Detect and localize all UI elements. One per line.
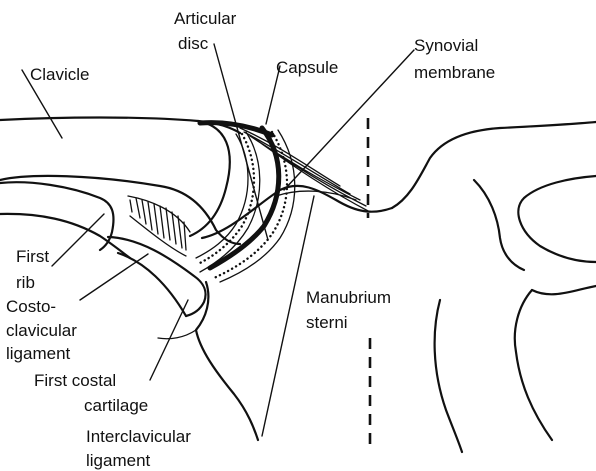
- leader-costoclavicular: [80, 254, 148, 300]
- label-first-rib-2: rib: [16, 273, 35, 292]
- manubrium-left-side: [196, 282, 258, 440]
- label-costoclavicular-2: clavicular: [6, 321, 77, 340]
- label-manubrium-2: sterni: [306, 313, 348, 332]
- right-clavicle-underside: [518, 176, 596, 262]
- label-articular-disc-1: Articular: [174, 9, 237, 28]
- label-capsule: Capsule: [276, 58, 338, 77]
- first-rib-outline: [0, 182, 114, 250]
- clavicle-outline: [0, 118, 240, 134]
- leader-costal-cartilage: [150, 300, 188, 380]
- manubrium-upper-edge: [202, 186, 392, 238]
- label-costal-cartilage-1: First costal: [34, 371, 116, 390]
- manubrium-rib-notch: [158, 330, 196, 339]
- label-manubrium-1: Manubrium: [306, 288, 391, 307]
- label-costoclavicular-3: ligament: [6, 344, 71, 363]
- right-clavicle-lower: [474, 180, 524, 270]
- joint-structures: [128, 123, 370, 282]
- right-manubrium-side: [515, 290, 552, 440]
- right-rib-outline: [532, 286, 596, 294]
- label-interclavicular-1: Interclavicular: [86, 427, 191, 446]
- label-interclavicular-2: ligament: [86, 451, 151, 470]
- label-costoclavicular-1: Costo-: [6, 297, 56, 316]
- leader-first-rib: [52, 214, 104, 266]
- label-first-rib-1: First: [16, 247, 49, 266]
- label-costal-cartilage-2: cartilage: [84, 396, 148, 415]
- label-clavicle: Clavicle: [30, 65, 90, 84]
- clavicle-underside: [0, 176, 240, 244]
- label-synovial-membrane-1: Synovial: [414, 36, 478, 55]
- midline-dashed: [368, 118, 370, 448]
- right-clavicle-outline: [392, 122, 596, 208]
- label-synovial-membrane-2: membrane: [414, 63, 495, 82]
- label-articular-disc-2: disc: [178, 34, 209, 53]
- right-manubrium-inner: [435, 300, 462, 452]
